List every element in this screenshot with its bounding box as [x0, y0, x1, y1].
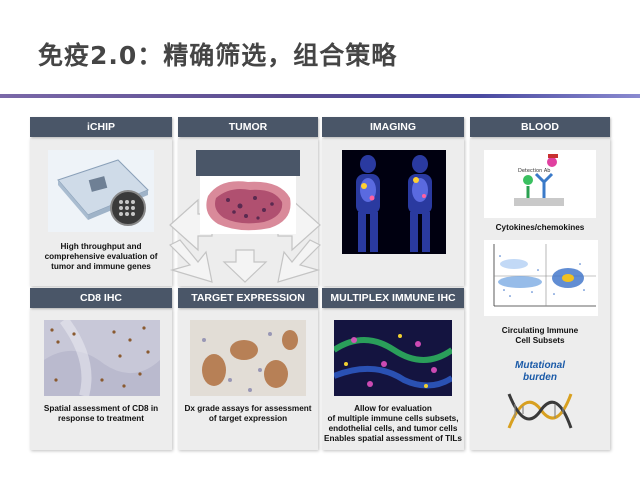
dna-helix-image: [505, 388, 575, 434]
multiplex-ihc-image: [334, 320, 452, 396]
header-multiplex: MULTIPLEX IMMUNE IHC: [322, 288, 464, 308]
cd8-ihc-image: [44, 320, 160, 396]
flow-cytometry-plot-image: [484, 240, 598, 316]
blood-cells-caption: Circulating Immune Cell Subsets: [474, 326, 606, 346]
down-left-arrow: [168, 239, 213, 283]
blood-cells-caption-line: Cell Subsets: [515, 336, 565, 345]
cd8-caption-line: Spatial assessment of CD8 in: [43, 404, 159, 413]
tumor-header-image: [196, 150, 300, 176]
ichip-chip-image: [48, 150, 154, 232]
cd8-caption-line: response to treatment: [58, 414, 144, 423]
slide-title: 免疫2.0：精确筛选，组合策略: [38, 41, 398, 70]
mutational-burden-line: burden: [523, 372, 557, 383]
header-cd8: CD8 IHC: [30, 288, 172, 308]
target-expression-image: [190, 320, 306, 396]
down-right-arrow: [277, 239, 322, 283]
diagram-label: Detection Ab: [518, 168, 550, 174]
title-underline: [0, 94, 640, 98]
blood-cytokines-caption: Cytokines/chemokines: [495, 223, 585, 232]
mutational-burden-label: Mutational burden: [474, 360, 606, 384]
header-blood: BLOOD: [470, 117, 610, 137]
multiplex-caption-line: Enables spatial assessment of TILs: [324, 434, 462, 443]
multiplex-caption-line: of multiple immune cells subsets,: [327, 414, 459, 423]
multiplex-caption-line: endothelial cells, and tumor cells: [328, 424, 458, 433]
target-caption: Dx grade assays for assessment of target…: [180, 404, 316, 424]
ichip-caption: High throughput and comprehensive evalua…: [34, 242, 168, 272]
down-center-arrow: [222, 249, 268, 283]
target-caption-line: of target expression: [208, 414, 288, 423]
header-ichip: iCHIP: [30, 117, 172, 137]
header-target: TARGET EXPRESSION: [178, 288, 318, 308]
header-imaging: IMAGING: [322, 117, 464, 137]
mutational-burden-line: Mutational: [515, 360, 565, 371]
header-tumor: TUMOR: [178, 117, 318, 137]
multiplex-caption-line: Allow for evaluation: [354, 404, 432, 413]
cytokine-diagram-image: Detection Ab: [484, 150, 596, 218]
multiplex-caption: Allow for evaluation of multiple immune …: [318, 404, 468, 444]
tumor-tissue-image: [200, 176, 296, 234]
blood-cells-caption-line: Circulating Immune: [501, 326, 579, 335]
flow-arrows: [168, 198, 322, 283]
ichip-caption-line: comprehensive evaluation of: [44, 252, 158, 261]
target-caption-line: Dx grade assays for assessment: [184, 404, 312, 413]
ichip-caption-line: tumor and immune genes: [51, 262, 151, 271]
cd8-caption: Spatial assessment of CD8 in response to…: [34, 404, 168, 424]
ichip-caption-line: High throughput and: [60, 242, 142, 251]
pet-scan-image: [342, 150, 446, 254]
